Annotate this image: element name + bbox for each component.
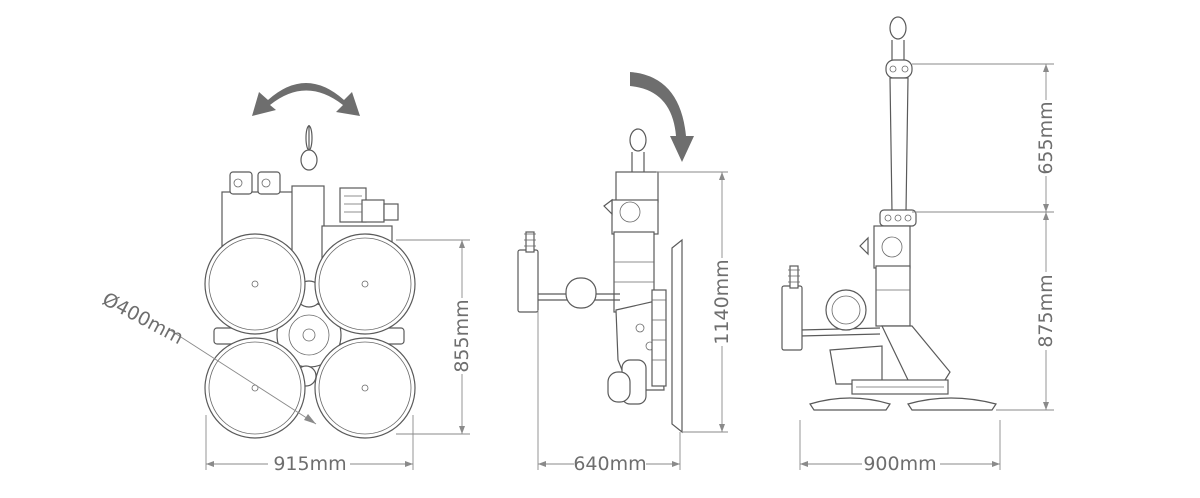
front-view: 915mm 855mm Ø400mm <box>99 83 473 475</box>
pad-diameter-label: Ø400mm <box>99 288 187 349</box>
side-height-label: 1140mm <box>711 259 733 344</box>
side-width-label: 640mm <box>573 453 646 475</box>
rotate-arrow-icon <box>252 83 360 116</box>
hook-ring-icon <box>300 149 318 171</box>
hook-ring-icon <box>889 16 907 40</box>
front-height-label: 855mm <box>451 299 473 372</box>
suction-pad-top-right <box>314 233 416 335</box>
front-width-label: 915mm <box>273 453 346 475</box>
suction-pad-bottom-right <box>314 337 416 439</box>
right-upper-height-label: 655mm <box>1035 101 1057 174</box>
suction-pad-top-left <box>204 233 306 335</box>
hook-ring-icon <box>629 128 647 152</box>
suction-pad-bottom-left <box>204 337 306 439</box>
right-width-label: 900mm <box>863 453 936 475</box>
side-view: 640mm 1140mm <box>517 72 733 475</box>
right-view: 900mm 655mm 875mm <box>781 16 1057 475</box>
right-lower-height-label: 875mm <box>1035 274 1057 347</box>
tilt-arrow-icon <box>630 72 694 162</box>
